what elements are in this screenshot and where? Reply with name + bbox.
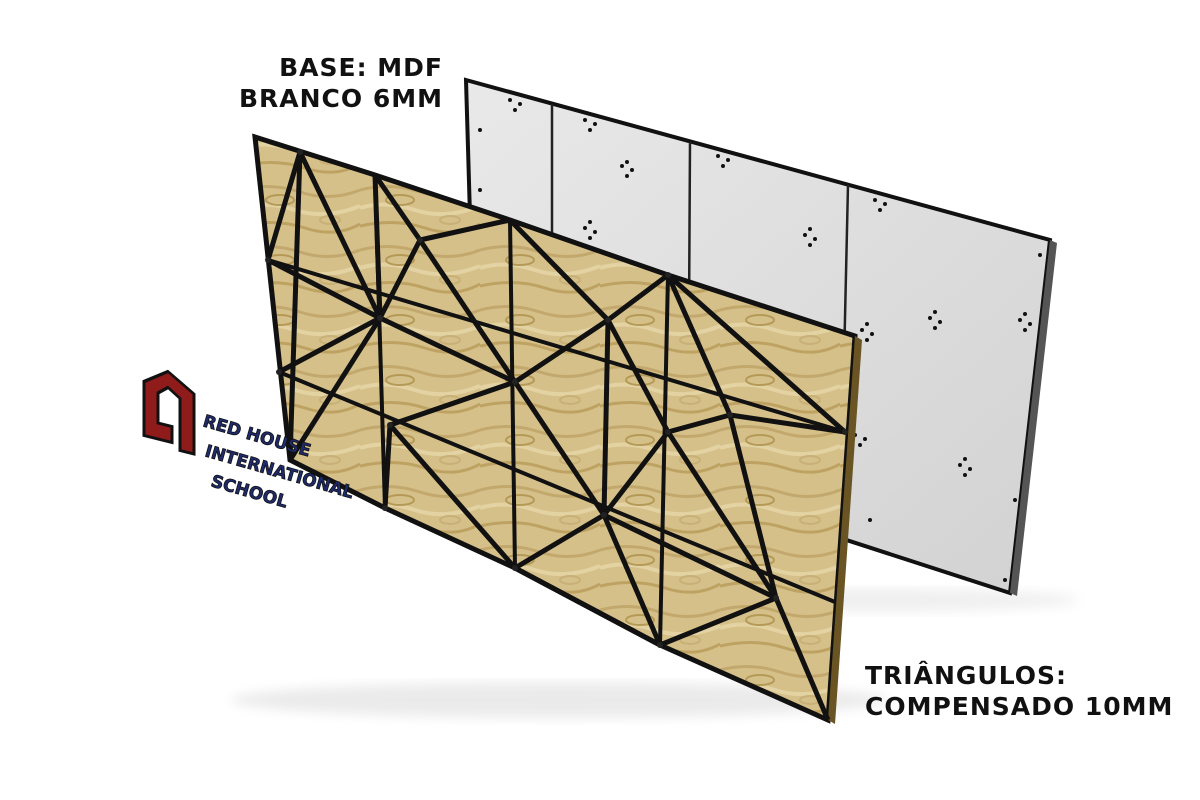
mdf-screw-holes — [478, 98, 1042, 582]
base-label-line2: BRANCO 6MM — [238, 84, 443, 113]
plywood-screws — [265, 149, 848, 648]
triangles-label-line1: TRIÂNGULOS: — [865, 661, 1067, 690]
floor-shadow — [230, 682, 890, 718]
triangles-material-label: TRIÂNGULOS: COMPENSADO 10MM — [865, 660, 1173, 722]
triangle-strips — [265, 150, 847, 721]
base-material-label: BASE: MDF BRANCO 6MM — [239, 52, 443, 114]
plywood-panel-edge — [828, 336, 862, 724]
plywood-triangle-panel — [252, 133, 862, 724]
triangles-label-line2: COMPENSADO 10MM — [865, 692, 1174, 721]
red-house-logo: RED HOUSE INTERNATIONAL SCHOOL — [138, 360, 378, 560]
mdf-panel-edge — [1010, 240, 1057, 596]
red-house-logo-icon: RED HOUSE INTERNATIONAL SCHOOL — [142, 369, 356, 513]
base-label-line1: BASE: MDF — [279, 53, 443, 82]
